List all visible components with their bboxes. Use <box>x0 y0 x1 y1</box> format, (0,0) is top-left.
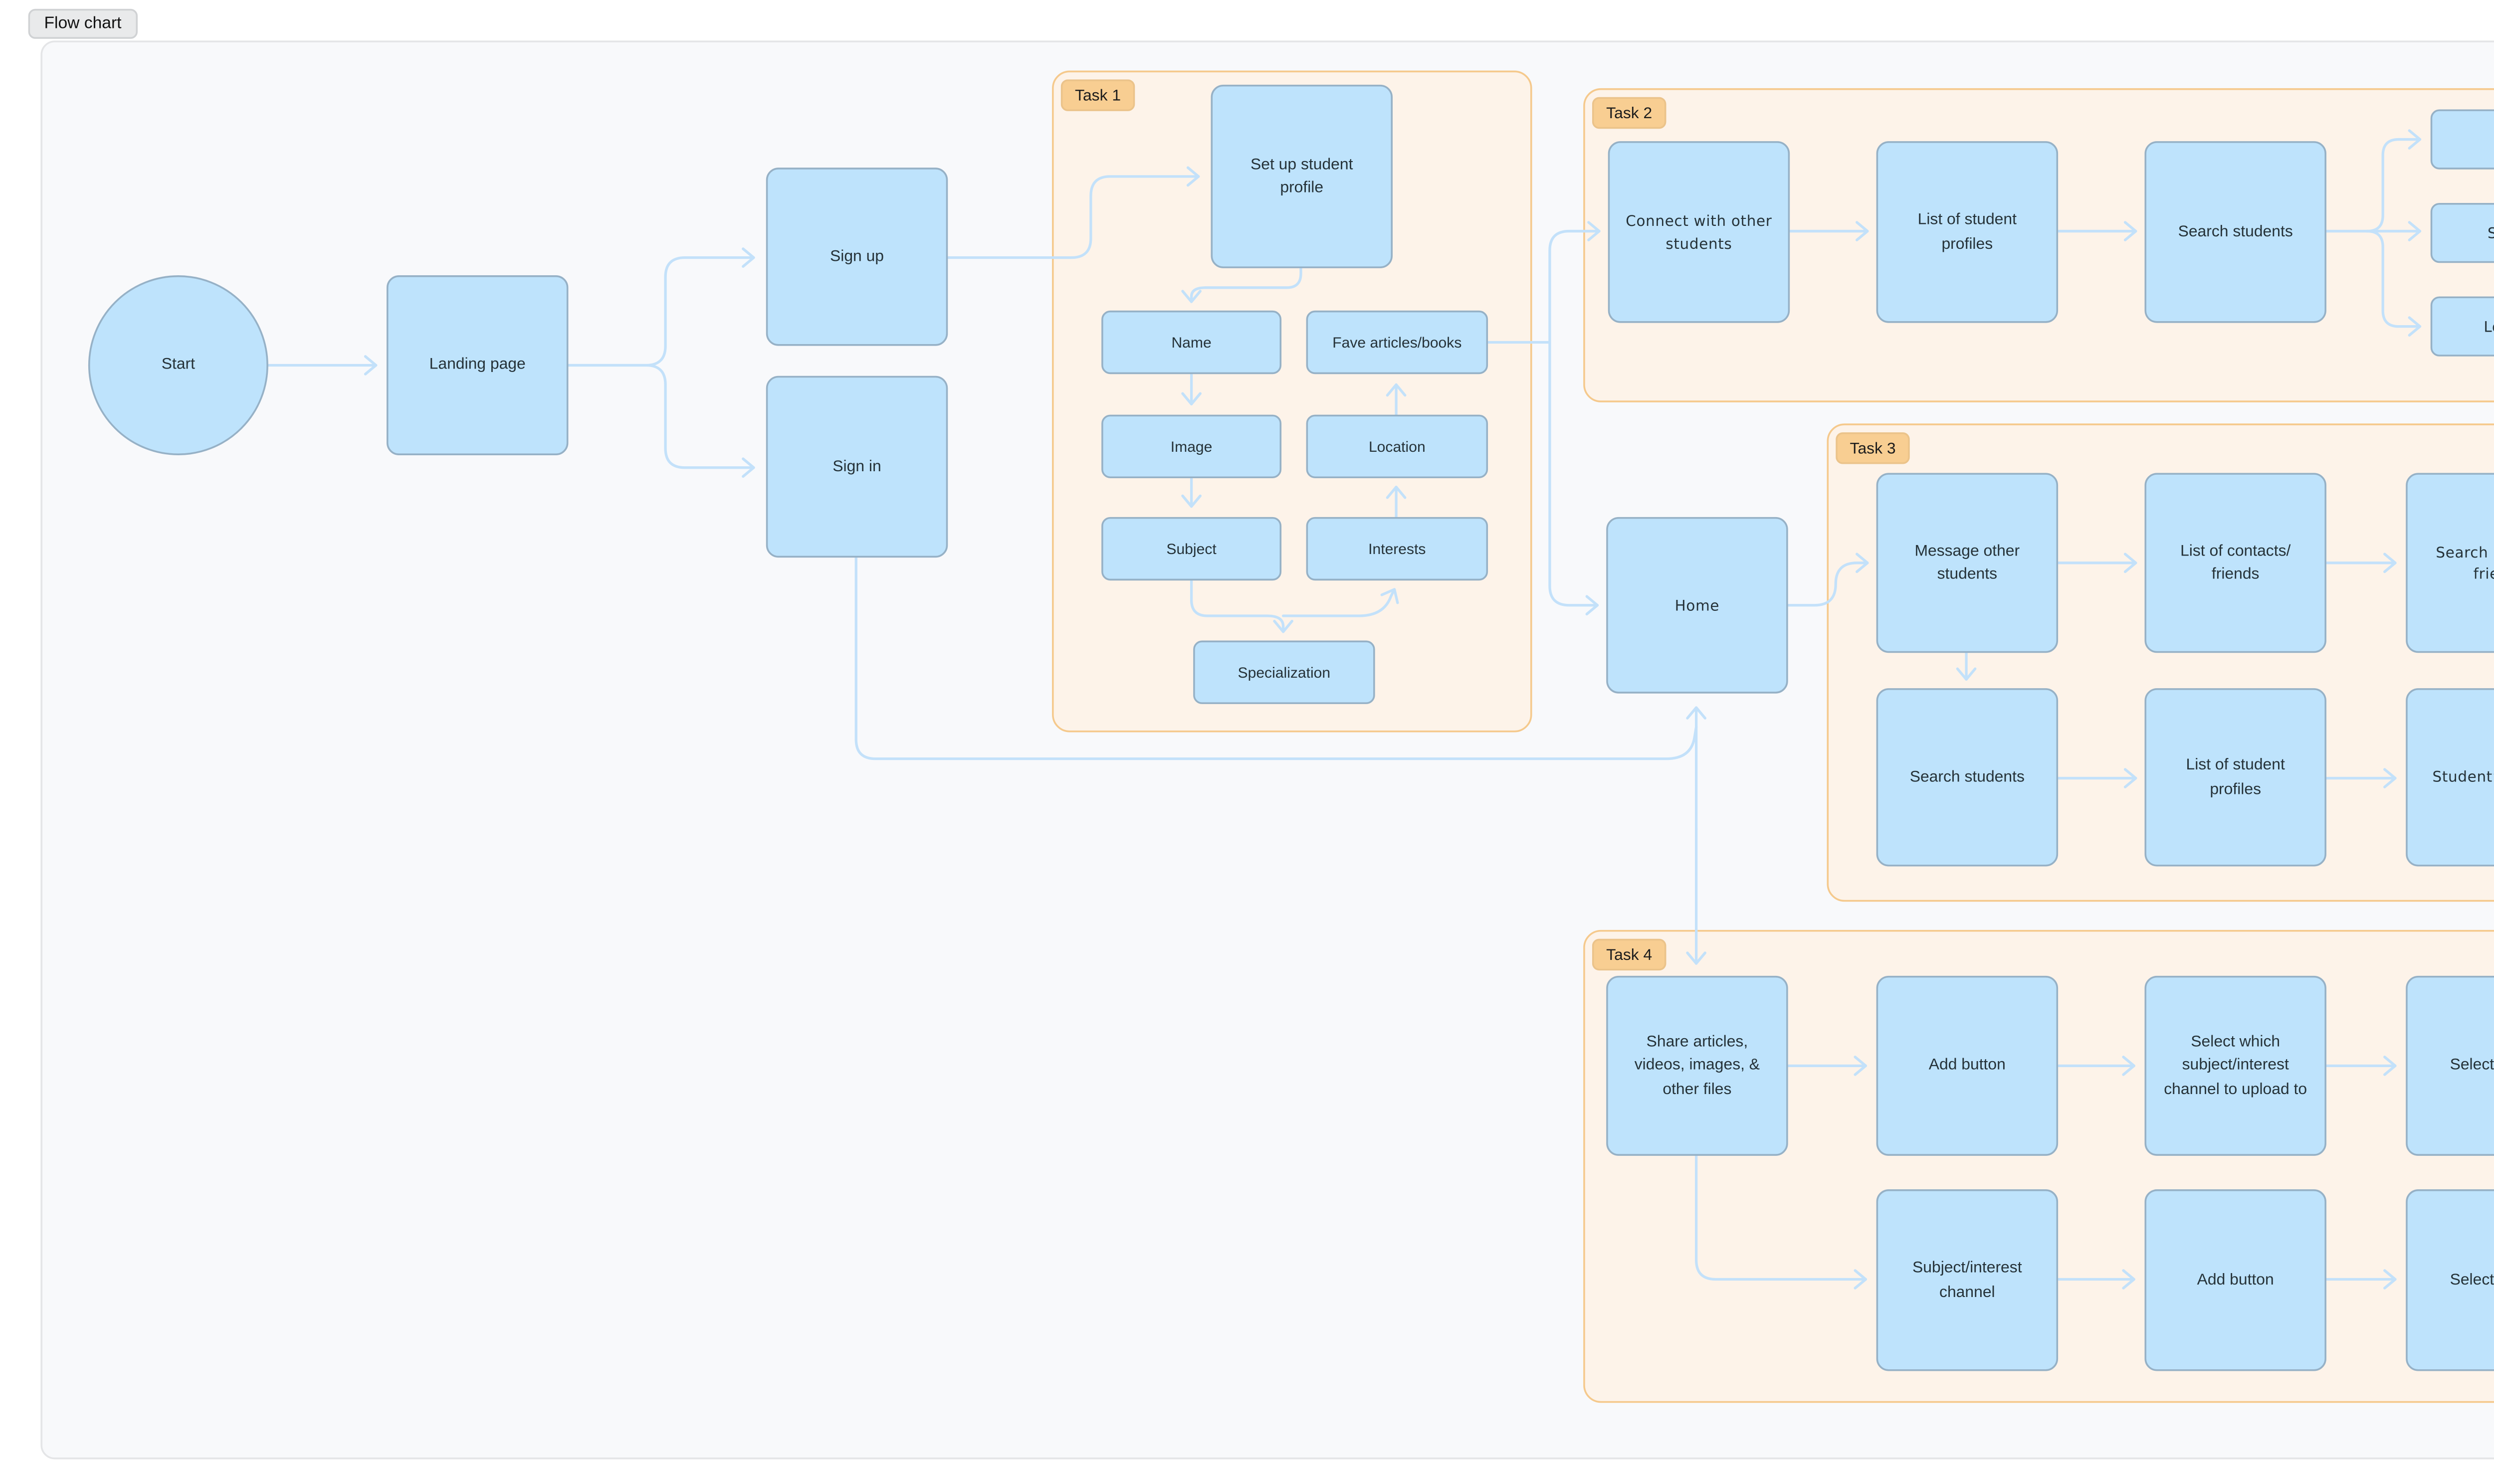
node-subject-task2[interactable]: Subject <box>2430 202 2494 263</box>
node-setup-student-profile-label: Set up student profile <box>1250 154 1353 196</box>
node-list-of-student-profiles-task2[interactable]: List of student profiles <box>1876 141 2059 323</box>
node-fave-articles-books-label: Fave articles/books <box>1332 333 1462 351</box>
node-message-other-students-label: Message other students <box>1914 541 2020 582</box>
node-add-button-bottom[interactable]: Add button <box>2144 1189 2326 1371</box>
node-start-label: Start <box>161 355 196 373</box>
node-subject-interest-channel-label: Subject/interest channel <box>1912 1258 2022 1300</box>
node-share-articles-label: Share articles, videos, images, & other … <box>1634 1032 1760 1098</box>
connector-subject-specialization <box>1190 579 1293 633</box>
node-search-contact-friend-label: Search contact/​friend <box>2436 543 2494 582</box>
connector-home-message <box>1787 553 1869 607</box>
connector-landing-signin <box>567 364 755 478</box>
node-select-media-bottom-label: Select media <box>2450 1270 2494 1288</box>
node-search-students-task3-label: Search students <box>1909 767 2025 785</box>
connector-signin-home-line <box>854 556 1698 760</box>
connector-junction-connect <box>1548 221 1601 344</box>
connector-signup-setup <box>946 166 1200 259</box>
node-subject-task1-label: Subject <box>1166 539 1217 557</box>
node-sign-in[interactable]: Sign in <box>766 375 948 558</box>
node-fave-articles-books[interactable]: Fave articles/books <box>1306 310 1488 374</box>
task1-label[interactable]: Task 1 <box>1060 79 1135 111</box>
connector-specialization-interests <box>1281 588 1399 617</box>
node-search-students-task3[interactable]: Search students <box>1876 688 2059 867</box>
node-name-task2[interactable]: Name <box>2430 109 2494 170</box>
node-add-button-top[interactable]: Add button <box>1876 975 2059 1156</box>
connector-setup-name <box>1181 267 1302 303</box>
connector-fork-location <box>2365 229 2422 337</box>
node-select-media-bottom[interactable]: Select media <box>2406 1189 2494 1371</box>
node-landing-page[interactable]: Landing page <box>386 275 569 455</box>
task3-label[interactable]: Task 3 <box>1836 432 1910 464</box>
node-students-profile-label: Student’s profile <box>2432 768 2494 786</box>
node-setup-student-profile[interactable]: Set up student profile <box>1211 84 1393 268</box>
node-sign-up-label: Sign up <box>830 246 884 264</box>
board-title-badge[interactable]: Flow chart <box>28 8 138 40</box>
node-sign-in-label: Sign in <box>832 456 881 475</box>
node-name-task1-label: Name <box>1171 333 1212 351</box>
node-subject-task1[interactable]: Subject <box>1101 517 1282 581</box>
node-add-button-top-label: Add button <box>1928 1056 2006 1074</box>
node-location-task1[interactable]: Location <box>1306 414 1488 478</box>
node-subject-interest-channel[interactable]: Subject/interest channel <box>1876 1189 2059 1371</box>
node-home-label: Home <box>1674 596 1720 614</box>
node-students-profile[interactable]: Student’s profile <box>2406 688 2494 867</box>
node-image[interactable]: Image <box>1101 414 1282 478</box>
node-list-of-student-profiles-task2-label: List of student profiles <box>1917 210 2017 252</box>
connector-share-channel <box>1694 1154 1868 1290</box>
node-share-articles[interactable]: Share articles, videos, images, & other … <box>1606 975 1788 1156</box>
node-location-task2-label: Location <box>2484 317 2494 335</box>
task2-label[interactable]: Task 2 <box>1592 97 1666 129</box>
connector-landing-signup <box>567 247 755 367</box>
node-interests-label: Interests <box>1368 539 1426 557</box>
node-list-of-student-profiles-task3-label: List of student profiles <box>2186 755 2285 797</box>
connector-fork-name <box>2365 129 2422 233</box>
node-location-task1-label: Location <box>1368 437 1426 455</box>
node-select-media-top-label: Select media <box>2450 1056 2494 1074</box>
connector-junction-home <box>1548 341 1599 616</box>
node-message-other-students[interactable]: Message other students <box>1876 473 2059 653</box>
node-list-of-contacts-friends-label: List of contacts/​friends <box>2180 541 2291 582</box>
node-list-of-student-profiles-task3[interactable]: List of student profiles <box>2144 688 2326 867</box>
node-specialization[interactable]: Specialization <box>1193 640 1375 704</box>
node-select-channel-label: Select which subject/interest channel to… <box>2164 1032 2307 1098</box>
node-landing-page-label: Landing page <box>429 355 526 373</box>
node-location-task2[interactable]: Location <box>2430 296 2494 357</box>
node-specialization-label: Specialization <box>1238 663 1331 681</box>
node-interests[interactable]: Interests <box>1306 517 1488 581</box>
node-sign-up[interactable]: Sign up <box>766 168 948 346</box>
node-select-media-top[interactable]: Select media <box>2406 975 2494 1156</box>
node-connect-with-other-students[interactable]: Connect with other students <box>1608 141 1790 323</box>
node-name-task1[interactable]: Name <box>1101 310 1282 374</box>
node-home[interactable]: Home <box>1606 517 1788 694</box>
node-subject-task2-label: Subject <box>2488 222 2494 244</box>
node-list-of-contacts-friends[interactable]: List of contacts/​friends <box>2144 473 2326 653</box>
node-search-contact-friend[interactable]: Search contact/​friend <box>2406 473 2494 653</box>
task4-label[interactable]: Task 4 <box>1592 938 1666 970</box>
node-start[interactable]: Start <box>88 275 268 455</box>
node-search-students-task2[interactable]: Search students <box>2144 141 2326 323</box>
node-search-students-task2-label: Search students <box>2178 221 2293 240</box>
node-select-channel[interactable]: Select which subject/interest channel to… <box>2144 975 2326 1156</box>
node-image-label: Image <box>1170 437 1213 455</box>
node-connect-with-other-students-label: Connect with other students <box>1626 211 1772 252</box>
node-add-button-bottom-label: Add button <box>2197 1270 2274 1288</box>
